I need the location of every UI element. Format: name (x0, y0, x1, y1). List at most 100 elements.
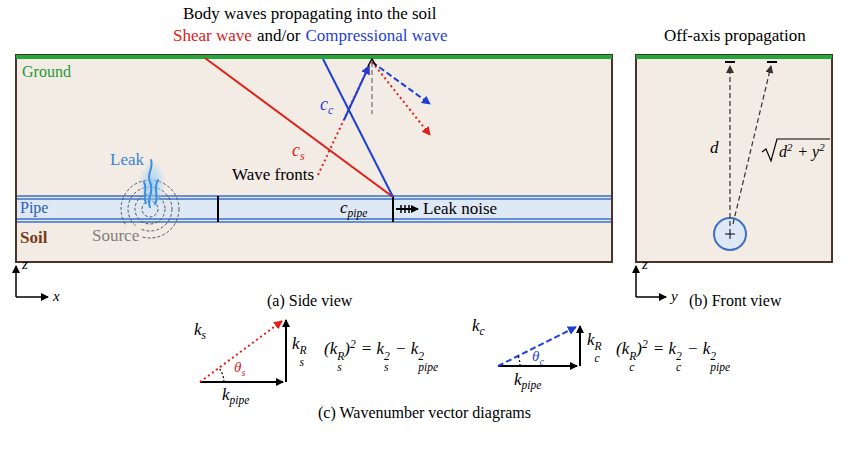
label-text: 2 (819, 141, 824, 153)
label-text: c (320, 94, 328, 114)
label-text: Leak noise (423, 199, 497, 218)
label-text: c (629, 362, 636, 374)
label-text: c (340, 198, 348, 217)
label-text: c (595, 353, 602, 365)
script-stack: Rc (629, 351, 636, 374)
label-text: ) (636, 339, 642, 358)
label-group: θc (532, 348, 544, 367)
label-group: (c) Wavenumber vector diagrams (318, 404, 531, 422)
label-text: pipe (230, 394, 250, 407)
label-group: Off-axis propagation (664, 26, 806, 46)
label-group: z (642, 256, 648, 273)
script-stack: 2c (676, 351, 682, 374)
label-text: R (300, 345, 307, 357)
label-text: R (337, 351, 344, 363)
label-text: θ (234, 359, 241, 375)
label-text: (b) Front view (689, 292, 781, 309)
label-text: 2 (384, 351, 390, 363)
label-text: Leak (110, 150, 144, 169)
script-stack: 2pipe (418, 351, 438, 374)
label-text: pipe (710, 362, 730, 374)
label-group: Pipe (20, 199, 48, 217)
label-text: c (328, 103, 333, 117)
label-text: s (337, 362, 344, 374)
label-text: 2 (710, 351, 730, 363)
label-text: 2 (350, 338, 356, 351)
label-group: Leak noise (423, 199, 497, 219)
script-stack: Rs (337, 351, 344, 374)
script-stack: Rs (300, 345, 307, 368)
label-text: k (514, 370, 522, 389)
label-text: d (710, 138, 719, 157)
label-text: y (671, 288, 678, 304)
label-text: c (676, 362, 682, 374)
label-text: s (300, 357, 307, 369)
label-text: + y (792, 143, 819, 160)
label-group: Wave fronts (232, 165, 314, 185)
label-text: Compressional wave (300, 26, 447, 45)
label-group: Soil (20, 228, 47, 248)
label-text: s (241, 367, 245, 378)
label-text: k (472, 316, 480, 335)
label-group: kRc (587, 330, 602, 364)
label-group: x (53, 288, 60, 305)
label-group: Leak (108, 150, 146, 170)
label-text: 2 (642, 338, 648, 351)
label-text: Source (92, 226, 139, 245)
label-text: (a) Side view (267, 292, 352, 309)
label-text: (k (324, 339, 337, 358)
label-text: k (194, 320, 202, 339)
label-group: z (22, 256, 28, 273)
label-group: ks (194, 320, 206, 342)
label-group: cpipe (340, 198, 367, 220)
label-text: 2 (676, 351, 682, 363)
label-text: Shear wave (173, 26, 252, 45)
label-group: kRs (292, 334, 307, 368)
label-text: Pipe (20, 199, 48, 216)
label-text: (c) Wavenumber vector diagrams (318, 404, 531, 421)
label-text: Wave fronts (232, 165, 314, 184)
label-text: s (202, 329, 207, 342)
label-text: 2 (787, 141, 792, 153)
label-text: pipe (522, 379, 542, 392)
script-stack: 2pipe (710, 351, 730, 374)
label-group: Shear waveand/orCompressional wave (173, 26, 448, 46)
label-group: (a) Side view (267, 292, 352, 310)
label-text: Soil (20, 228, 47, 247)
label-text: k (292, 334, 300, 353)
label-text: Off-axis propagation (664, 26, 806, 45)
label-text: = k (356, 339, 384, 358)
label-group: d (710, 138, 719, 158)
label-group: (kRs)2= k2s− k2pipe (324, 338, 438, 374)
label-group: cc (320, 94, 333, 117)
figure-title: Body waves propagating into the soil (183, 4, 437, 23)
label-text: − k (390, 339, 418, 358)
label-text: z (642, 256, 648, 272)
label-text: c (292, 140, 300, 160)
label-text: c (480, 325, 485, 338)
label-group: cs (292, 140, 305, 163)
label-text: (k (616, 339, 629, 358)
label-text: k (222, 385, 230, 404)
label-group: kc (472, 316, 485, 338)
label-text: ) (344, 339, 350, 358)
label-group: d2+ y2 (779, 141, 825, 161)
label-text: 2 (418, 351, 438, 363)
script-stack: Rc (595, 341, 602, 364)
label-text: θ (532, 348, 539, 364)
title-line: Body waves propagating into the soil (183, 4, 437, 24)
label-group: Ground (22, 63, 71, 81)
label-group: (b) Front view (689, 292, 781, 310)
label-text: s (300, 149, 305, 163)
label-group: (kRc)2= k2c− k2pipe (616, 338, 730, 374)
label-text: − k (682, 339, 710, 358)
label-group: kpipe (222, 385, 249, 407)
label-text: pipe (418, 362, 438, 374)
label-group: y (671, 288, 678, 305)
label-text: s (384, 362, 390, 374)
label-text: pipe (348, 207, 368, 220)
label-text: Ground (22, 63, 71, 80)
label-group: θs (234, 359, 245, 378)
label-text: d (779, 143, 787, 160)
